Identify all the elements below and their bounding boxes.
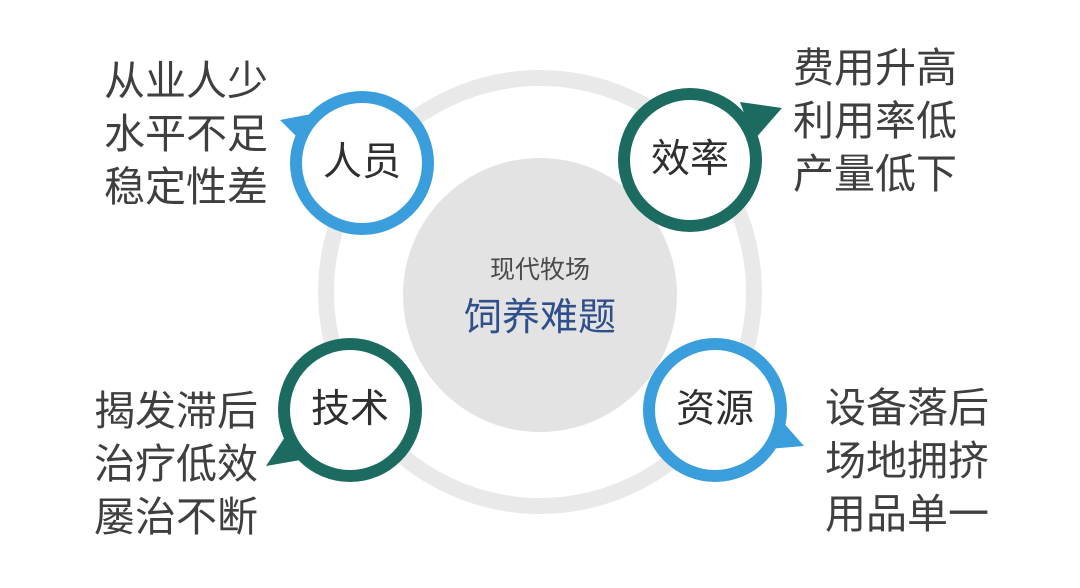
- node-resources-bubble: [643, 338, 804, 482]
- node-people-label: 人员: [322, 140, 401, 185]
- center-title: 饲养难题: [463, 295, 616, 339]
- people-issues: 从业人少 水平不足 稳定性差: [104, 55, 268, 214]
- efficiency-issue-1: 费用升高: [793, 44, 957, 92]
- node-resources-label: 资源: [675, 387, 754, 432]
- node-technology-bubble: [266, 338, 422, 482]
- people-issue-1: 从业人少: [104, 57, 268, 105]
- efficiency-issue-3: 产量低下: [793, 150, 957, 198]
- efficiency-issues: 费用升高 利用率低 产量低下: [793, 42, 957, 201]
- center-subtitle: 现代牧场: [489, 255, 590, 284]
- node-people-bubble: [280, 91, 434, 235]
- resources-issue-3: 用品单一: [825, 490, 989, 538]
- efficiency-issue-2: 利用率低: [793, 97, 957, 145]
- node-efficiency-bubble: [618, 88, 782, 232]
- outer-ring: [318, 70, 762, 514]
- technology-issues: 揭发滞后 治疗低效 屡治不断: [94, 385, 258, 544]
- technology-issue-1: 揭发滞后: [94, 387, 258, 435]
- people-issue-2: 水平不足: [104, 110, 268, 158]
- people-issue-3: 稳定性差: [104, 163, 268, 211]
- node-efficiency-label: 效率: [650, 137, 729, 182]
- technology-issue-2: 治疗低效: [94, 440, 258, 488]
- resources-issue-2: 场地拥挤: [825, 437, 989, 485]
- resources-issues: 设备落后 场地拥挤 用品单一: [825, 382, 989, 541]
- resources-issue-1: 设备落后: [825, 384, 989, 432]
- center-disc: [403, 158, 677, 432]
- node-technology-label: 技术: [310, 387, 389, 432]
- technology-issue-3: 屡治不断: [94, 493, 258, 541]
